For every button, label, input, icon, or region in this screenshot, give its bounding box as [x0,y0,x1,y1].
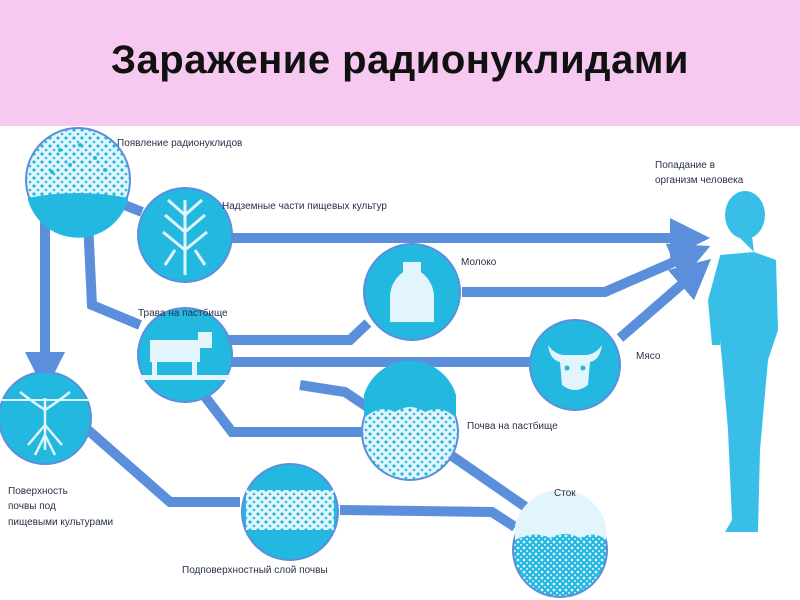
page-title: Заражение радионуклидами [111,38,689,82]
label-surface-line1: Поверхность [8,486,68,497]
label-milk: Молоко [461,257,497,268]
milk-bottle-icon [390,262,434,322]
arrow-appearance-to-grass [83,221,142,330]
arrow-grass-to-milk [228,319,372,345]
label-meat: Мясо [636,351,661,362]
label-grass: Трава на пастбище [138,307,228,319]
title-banner [0,0,800,126]
runoff-node [512,489,608,598]
arrow-subsurface-to-runoff [339,505,518,532]
cattle-head-icon [548,345,602,390]
meat-node [529,319,621,411]
crop-plant-icon [162,198,208,275]
subsurface-node [241,463,339,561]
milk-node [363,243,461,341]
label-pasture-soil: Почва на пастбище [467,420,558,432]
arrow-grass-to-pasture-soil [196,386,362,437]
pasture-soil-node [361,360,459,481]
label-subsurface: Подповерхностный слой почвы [182,565,328,576]
arrow-meat-to-human [616,258,712,342]
pasture-soil-icon [364,360,456,418]
appearance-node [25,127,131,238]
arrow-pasture-soil-to-meat [299,380,375,415]
label-appearance: Появление радионуклидов [117,138,242,149]
arrow-pasture-soil-to-runoff [449,451,533,515]
grass-node [137,307,233,403]
runoff-icon [515,489,606,540]
human-silhouette-icon [708,191,778,532]
soil-layer-icon [246,490,334,530]
arrow-milk-to-human [462,243,711,297]
surface-node [0,371,92,465]
arrow-surface-to-subsurface [84,426,240,507]
label-runoff: Сток [554,488,576,499]
label-aboveground: Надземные части пищевых культур [222,201,387,212]
radionuclide-fallout-icon [50,143,107,174]
grazing-cow-icon [140,332,230,380]
aboveground-node [137,187,233,283]
label-human-line2: организм человека [655,175,744,186]
label-human-line1: Попадание в [655,160,715,171]
label-surface-line2: почвы под [8,501,56,512]
label-surface-line3: пищевыми культурами [8,517,113,528]
